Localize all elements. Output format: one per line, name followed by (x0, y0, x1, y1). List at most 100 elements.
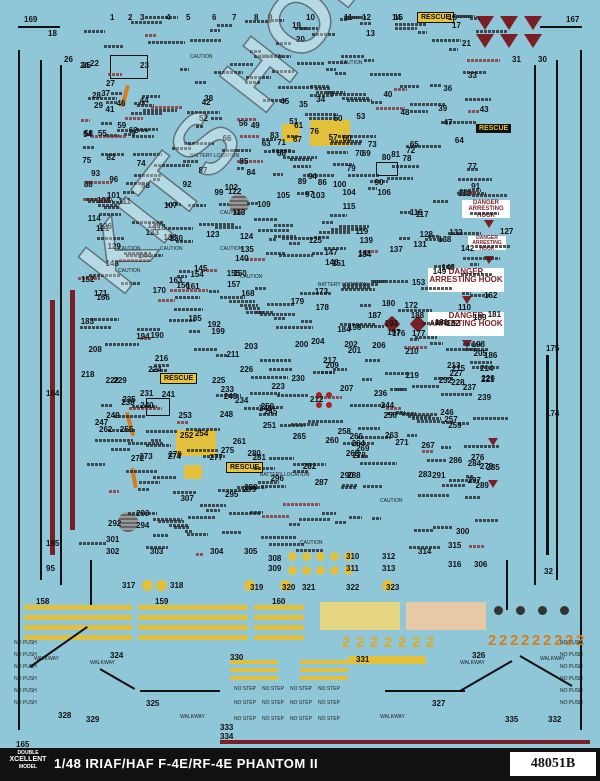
yellow-dot (316, 552, 325, 561)
stencil-text-line (462, 256, 501, 260)
stencil-text-line (186, 532, 209, 536)
walkway-stripe-330c (230, 676, 278, 680)
stencil-text-line (468, 545, 485, 549)
decal-number-131: 131 (413, 239, 427, 249)
decal-number-202: 202 (344, 340, 358, 350)
decal-number-299: 299 (242, 484, 257, 494)
stencil-text-line (409, 545, 441, 549)
caution-stencil: CAUTION (118, 246, 141, 252)
stencil-text-line (339, 18, 349, 22)
stencil-text-line (188, 516, 216, 520)
decal-number-200: 200 (294, 339, 309, 349)
decal-number-134: 134 (357, 249, 372, 259)
decal-number-75: 75 (82, 155, 92, 165)
decal-number-282: 282 (302, 462, 317, 472)
decal-number-174: 174 (546, 409, 560, 418)
decal-number-164: 164 (46, 389, 60, 398)
brand-logo: DOUBLE XCELLENT MODEL (6, 750, 50, 778)
decal-number-160: 160 (272, 597, 286, 606)
stencil-text-line (249, 392, 281, 396)
decal-number-168: 168 (241, 289, 255, 299)
stencil-text-line (151, 438, 161, 442)
decal-number-304: 304 (210, 547, 224, 556)
stencil-text-line (125, 470, 158, 474)
yellow-dot-318 (156, 580, 167, 591)
triangle-marker (476, 16, 494, 30)
decal-number-61: 61 (294, 121, 304, 131)
stencil-text-line (245, 20, 271, 24)
orange-number-two: 2 (510, 632, 519, 649)
decal-number-145: 145 (193, 263, 208, 273)
decal-number-219: 219 (405, 370, 419, 380)
orange-number-two: 2 (499, 632, 508, 649)
stencil-text-line (200, 504, 227, 508)
decal-number-132: 132 (449, 227, 463, 237)
stencil-text-line (263, 98, 286, 102)
decal-number-101: 101 (106, 190, 121, 200)
yellow-dot (302, 552, 311, 561)
stencil-text-line (277, 393, 309, 397)
stencil-text-line (78, 277, 100, 281)
stencil-text-line (394, 87, 408, 91)
decal-number-253: 253 (178, 410, 192, 420)
decal-number-40: 40 (383, 89, 393, 99)
stencil-text-line (292, 462, 327, 466)
red-dot (326, 392, 332, 398)
decal-number-197: 197 (387, 327, 401, 337)
stencil-text-line (331, 228, 365, 232)
stencil-text-line (331, 93, 367, 97)
stencil-text-line (286, 134, 298, 138)
decal-number-224: 224 (148, 364, 162, 374)
stencil-text-line (249, 50, 262, 54)
decal-number-91: 91 (471, 182, 481, 192)
decal-number-156: 156 (176, 281, 190, 291)
stencil-text-line (133, 102, 146, 106)
stencil-text-line (164, 226, 193, 230)
stencil-text-line (229, 512, 260, 516)
decal-number-335: 335 (505, 715, 519, 724)
decal-number-278: 278 (352, 450, 366, 460)
stencil-text-line (221, 531, 241, 535)
push-stencil: NO PUSH (560, 700, 583, 706)
stencil-text-line (427, 235, 440, 239)
frame-top-right-curve (540, 26, 582, 28)
decal-number-36: 36 (443, 84, 453, 94)
decal-number-48: 48 (400, 108, 410, 118)
inner-left-line (60, 65, 62, 585)
decal-number-183: 183 (80, 316, 95, 326)
decal-number-115: 115 (342, 202, 356, 212)
decal-number-88: 88 (83, 179, 93, 189)
stencil-text-line (403, 345, 428, 349)
yellow-dot-320 (280, 580, 291, 591)
decal-number-78: 78 (402, 154, 412, 164)
yellow-dot (288, 552, 297, 561)
stencil-text-line (269, 542, 305, 546)
stencil-text-line (315, 86, 332, 90)
decal-number-182: 182 (446, 319, 460, 329)
triangle-marker (476, 34, 494, 48)
stencil-text-line (125, 181, 147, 185)
decal-number-72: 72 (406, 146, 416, 156)
stencil-text-line (128, 442, 163, 446)
stencil-text-line (153, 364, 170, 368)
logo-line: DOUBLE (17, 750, 39, 756)
push-stencil: NO PUSH (14, 640, 37, 646)
decal-number-129: 129 (107, 242, 121, 252)
number-plate-orange (406, 602, 486, 630)
stencil-text-line (247, 201, 259, 205)
stencil-text-line (340, 288, 375, 292)
decal-number-98: 98 (141, 181, 150, 191)
decal-number-177: 177 (412, 329, 426, 338)
decal-number-149: 149 (432, 266, 447, 276)
stencil-text-line (385, 407, 402, 411)
stencil-text-line (134, 174, 162, 178)
decal-number-247: 247 (94, 417, 109, 427)
decal-number-65: 65 (409, 139, 419, 149)
stencil-text-line (245, 76, 271, 80)
walkway-stripe-331c (300, 676, 348, 680)
decal-number-203: 203 (244, 341, 258, 351)
decal-number-272: 272 (130, 453, 145, 463)
stencil-text-line (265, 252, 286, 256)
decal-number-265: 265 (292, 432, 307, 442)
stencil-text-line (112, 201, 125, 204)
